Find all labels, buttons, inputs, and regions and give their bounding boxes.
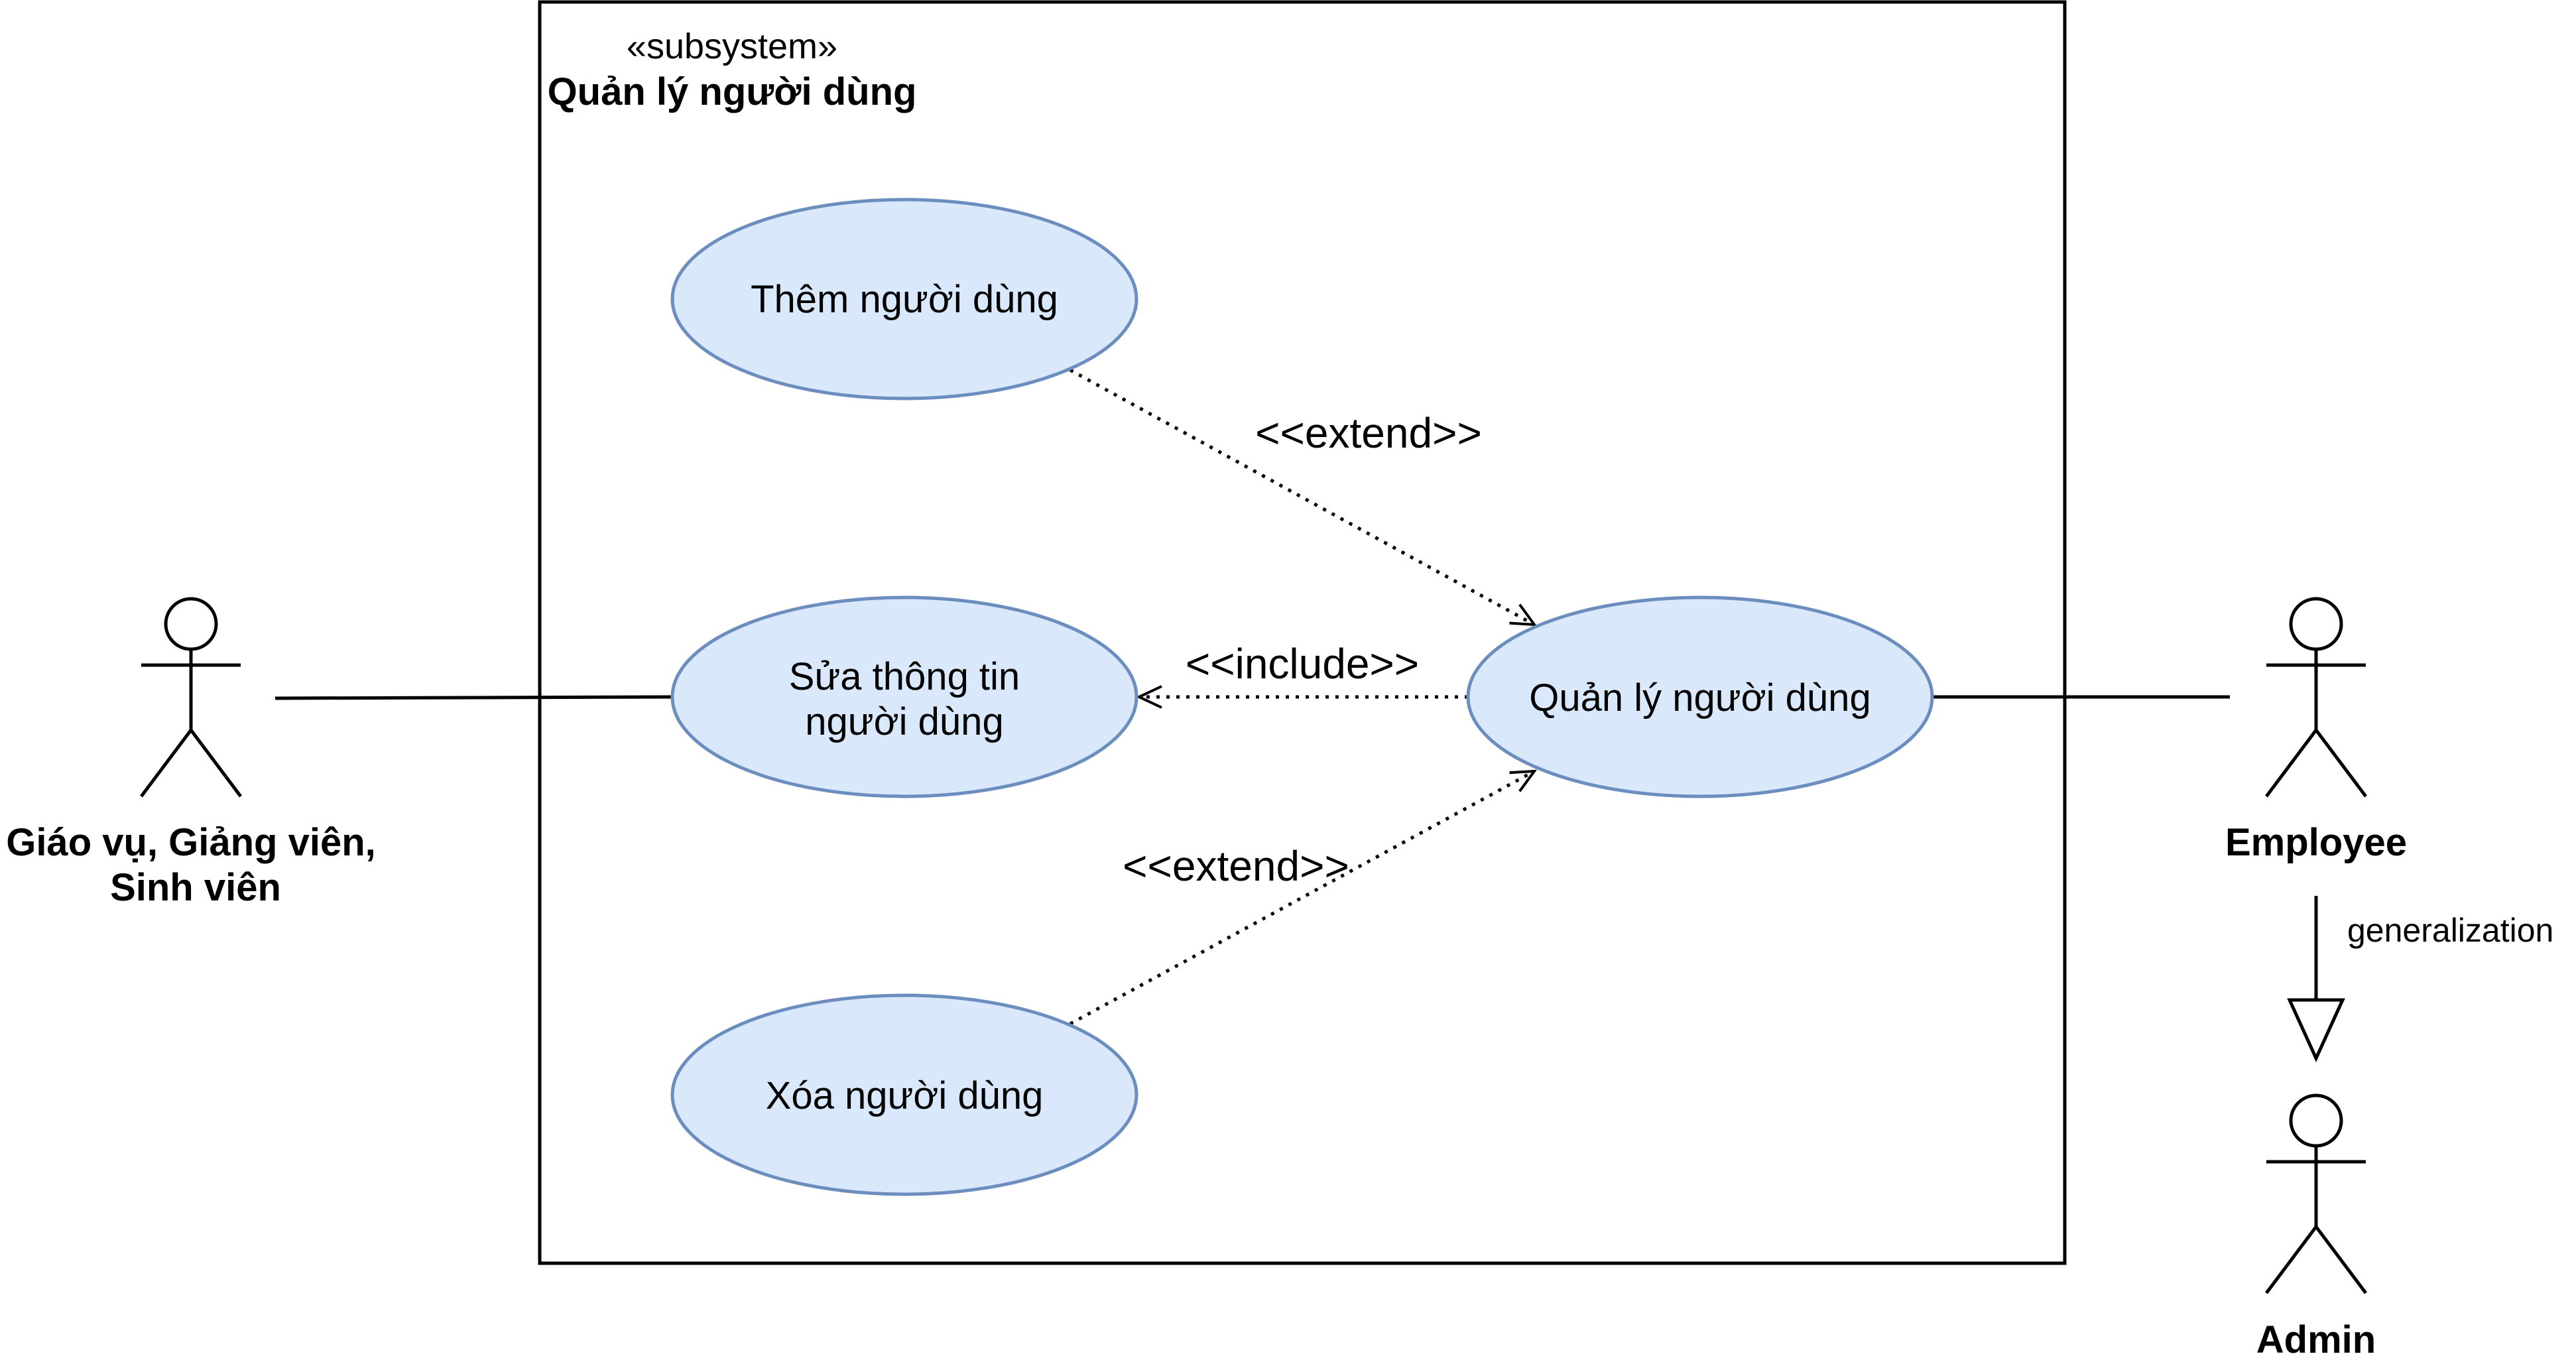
extend-label-top: <<extend>>: [1255, 409, 1482, 457]
use-case-delete-user-label: Xóa người dùng: [766, 1074, 1044, 1117]
include-label: <<include>>: [1186, 640, 1419, 688]
generalization-triangle-icon: [2287, 998, 2345, 1063]
subsystem-stereotype: «subsystem»: [627, 27, 837, 66]
association-left-actor: [275, 695, 673, 700]
use-case-manage-users[interactable]: Quản lý người dùng: [1466, 595, 1934, 798]
extend-label-bottom: <<extend>>: [1123, 842, 1349, 890]
actor-admin-label: Admin: [2256, 1318, 2376, 1361]
use-case-add-user-label: Thêm người dùng: [751, 278, 1058, 321]
use-case-edit-user[interactable]: Sửa thông tin người dùng: [670, 595, 1138, 798]
use-case-edit-user-label-1: Sửa thông tin: [789, 655, 1020, 698]
use-case-edit-user-label-2: người dùng: [805, 700, 1003, 743]
actor-employee-label: Employee: [2225, 821, 2407, 864]
actor-admin-icon[interactable]: [2265, 1093, 2367, 1294]
actor-employee-icon[interactable]: [2265, 597, 2367, 798]
actor-left-label-1: Giáo vụ, Giảng viên,: [6, 821, 376, 864]
actor-left-icon[interactable]: [140, 597, 242, 798]
use-case-add-user[interactable]: Thêm người dùng: [670, 198, 1138, 401]
use-case-delete-user[interactable]: Xóa người dùng: [670, 993, 1138, 1196]
actor-left-label-2: Sinh viên: [110, 866, 281, 909]
extend-delete-connector: [1069, 771, 1534, 1026]
use-case-manage-users-label: Quản lý người dùng: [1529, 676, 1871, 719]
generalization-label: generalization: [2347, 912, 2553, 949]
subsystem-title: Quản lý người dùng: [548, 70, 917, 113]
